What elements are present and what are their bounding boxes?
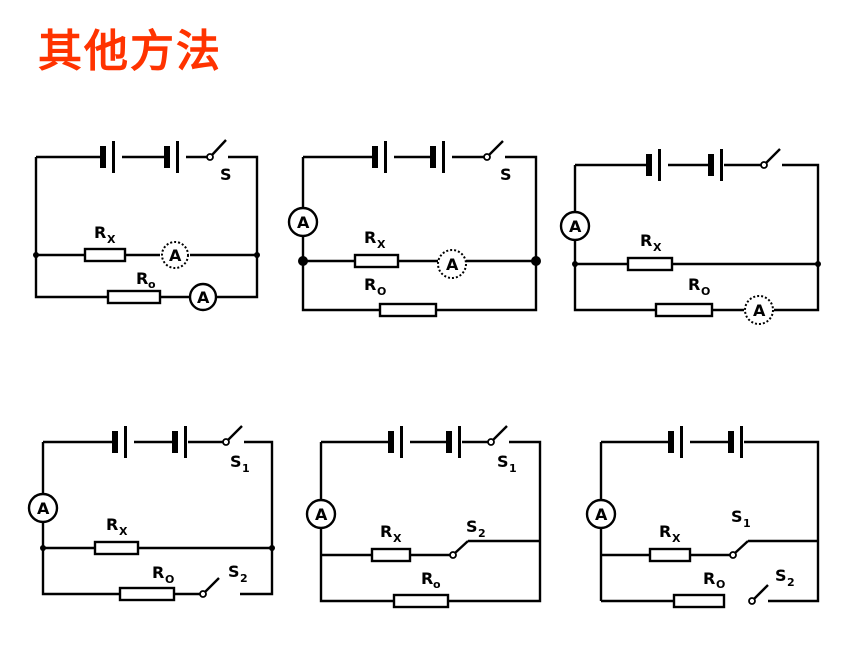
ammeter-main: A <box>305 498 337 530</box>
resistor-rx: R X <box>648 522 692 563</box>
circuit-5: A S 1 R X S 2 R o <box>305 425 542 609</box>
battery-3 <box>646 149 723 181</box>
circuit-1: S R X A R o A <box>33 139 260 312</box>
svg-text:A: A <box>197 288 210 307</box>
switch-s1: S 1 <box>729 507 751 559</box>
resistor-rx: R X <box>626 231 674 272</box>
svg-text:S: S <box>500 165 512 184</box>
svg-text:S: S <box>230 452 242 471</box>
svg-text:S: S <box>228 562 240 581</box>
svg-text:R: R <box>640 231 652 250</box>
svg-text:A: A <box>446 255 459 274</box>
resistor-r0: R O <box>654 275 714 318</box>
resistor-rx: R X <box>93 515 140 556</box>
ammeter-dotted: A <box>161 241 189 269</box>
svg-text:R: R <box>364 275 376 294</box>
switch-s1: S 1 <box>222 425 250 475</box>
battery-1 <box>100 141 179 173</box>
svg-text:A: A <box>595 505 608 524</box>
svg-text:1: 1 <box>242 462 250 475</box>
svg-text:2: 2 <box>787 576 795 589</box>
ammeter-main: A <box>287 206 319 238</box>
resistor-rx: R X <box>83 223 127 263</box>
svg-text:X: X <box>107 233 116 246</box>
switch-s1: S 1 <box>487 425 517 475</box>
svg-text:O: O <box>377 285 386 298</box>
ammeter: A <box>188 282 218 312</box>
svg-text:2: 2 <box>240 572 248 585</box>
circuit-3: A R X R O A <box>559 148 821 325</box>
circuit-2: A S R X A R O <box>287 140 541 318</box>
ammeter-dotted: A <box>744 295 774 325</box>
svg-text:X: X <box>672 532 681 545</box>
switch-s2: S 2 <box>199 562 248 598</box>
svg-text:O: O <box>701 285 710 298</box>
battery-5 <box>388 426 461 458</box>
battery-6 <box>668 426 743 458</box>
switch-s: S <box>483 140 512 184</box>
resistor-rx: R X <box>353 228 400 269</box>
svg-text:S: S <box>775 566 787 585</box>
svg-text:S: S <box>731 507 743 526</box>
svg-text:O: O <box>165 573 174 586</box>
svg-text:X: X <box>377 238 386 251</box>
svg-text:o: o <box>433 578 441 591</box>
svg-text:X: X <box>393 532 402 545</box>
ammeter-main: A <box>585 498 617 530</box>
switch <box>760 148 781 169</box>
switch-s: S <box>206 139 232 184</box>
svg-text:X: X <box>119 525 128 538</box>
svg-text:A: A <box>753 301 766 320</box>
resistor-r0: R o <box>106 269 162 305</box>
switch-s2: S 2 <box>748 566 795 605</box>
page-title: 其他方法 <box>38 26 222 77</box>
svg-text:R: R <box>688 275 700 294</box>
svg-text:R: R <box>152 563 164 582</box>
svg-text:2: 2 <box>478 527 486 540</box>
circuit-6: A R X S 1 R O S 2 <box>585 426 820 609</box>
ammeter-dotted: A <box>437 249 467 279</box>
svg-text:O: O <box>716 578 725 591</box>
circuit-4: A S 1 R X R O S <box>27 425 275 602</box>
svg-text:A: A <box>37 499 50 518</box>
svg-text:o: o <box>148 278 156 291</box>
svg-text:R: R <box>659 522 671 541</box>
svg-text:A: A <box>315 505 328 524</box>
resistor-r0: R O <box>672 569 725 609</box>
svg-text:R: R <box>703 569 715 588</box>
switch-s2: S 2 <box>449 517 486 559</box>
battery-2 <box>372 141 445 173</box>
svg-text:R: R <box>94 223 106 242</box>
svg-text:S: S <box>466 517 478 536</box>
svg-text:1: 1 <box>743 517 751 530</box>
resistor-r0: R O <box>364 275 438 318</box>
svg-text:R: R <box>364 228 376 247</box>
ammeter-main: A <box>559 210 591 242</box>
svg-text:A: A <box>297 213 310 232</box>
resistor-r0: R O <box>118 563 176 602</box>
svg-text:A: A <box>169 246 182 265</box>
ammeter-main: A <box>27 492 59 524</box>
resistor-r0: R o <box>392 569 450 609</box>
svg-text:R: R <box>136 269 148 288</box>
svg-text:X: X <box>653 241 662 254</box>
resistor-rx: R X <box>370 522 412 563</box>
svg-text:1: 1 <box>509 462 517 475</box>
switch-label: S <box>220 165 232 184</box>
svg-text:R: R <box>106 515 118 534</box>
battery-4 <box>112 426 187 458</box>
svg-text:R: R <box>380 522 392 541</box>
svg-text:R: R <box>421 569 433 588</box>
svg-text:S: S <box>497 452 509 471</box>
svg-text:A: A <box>569 217 582 236</box>
